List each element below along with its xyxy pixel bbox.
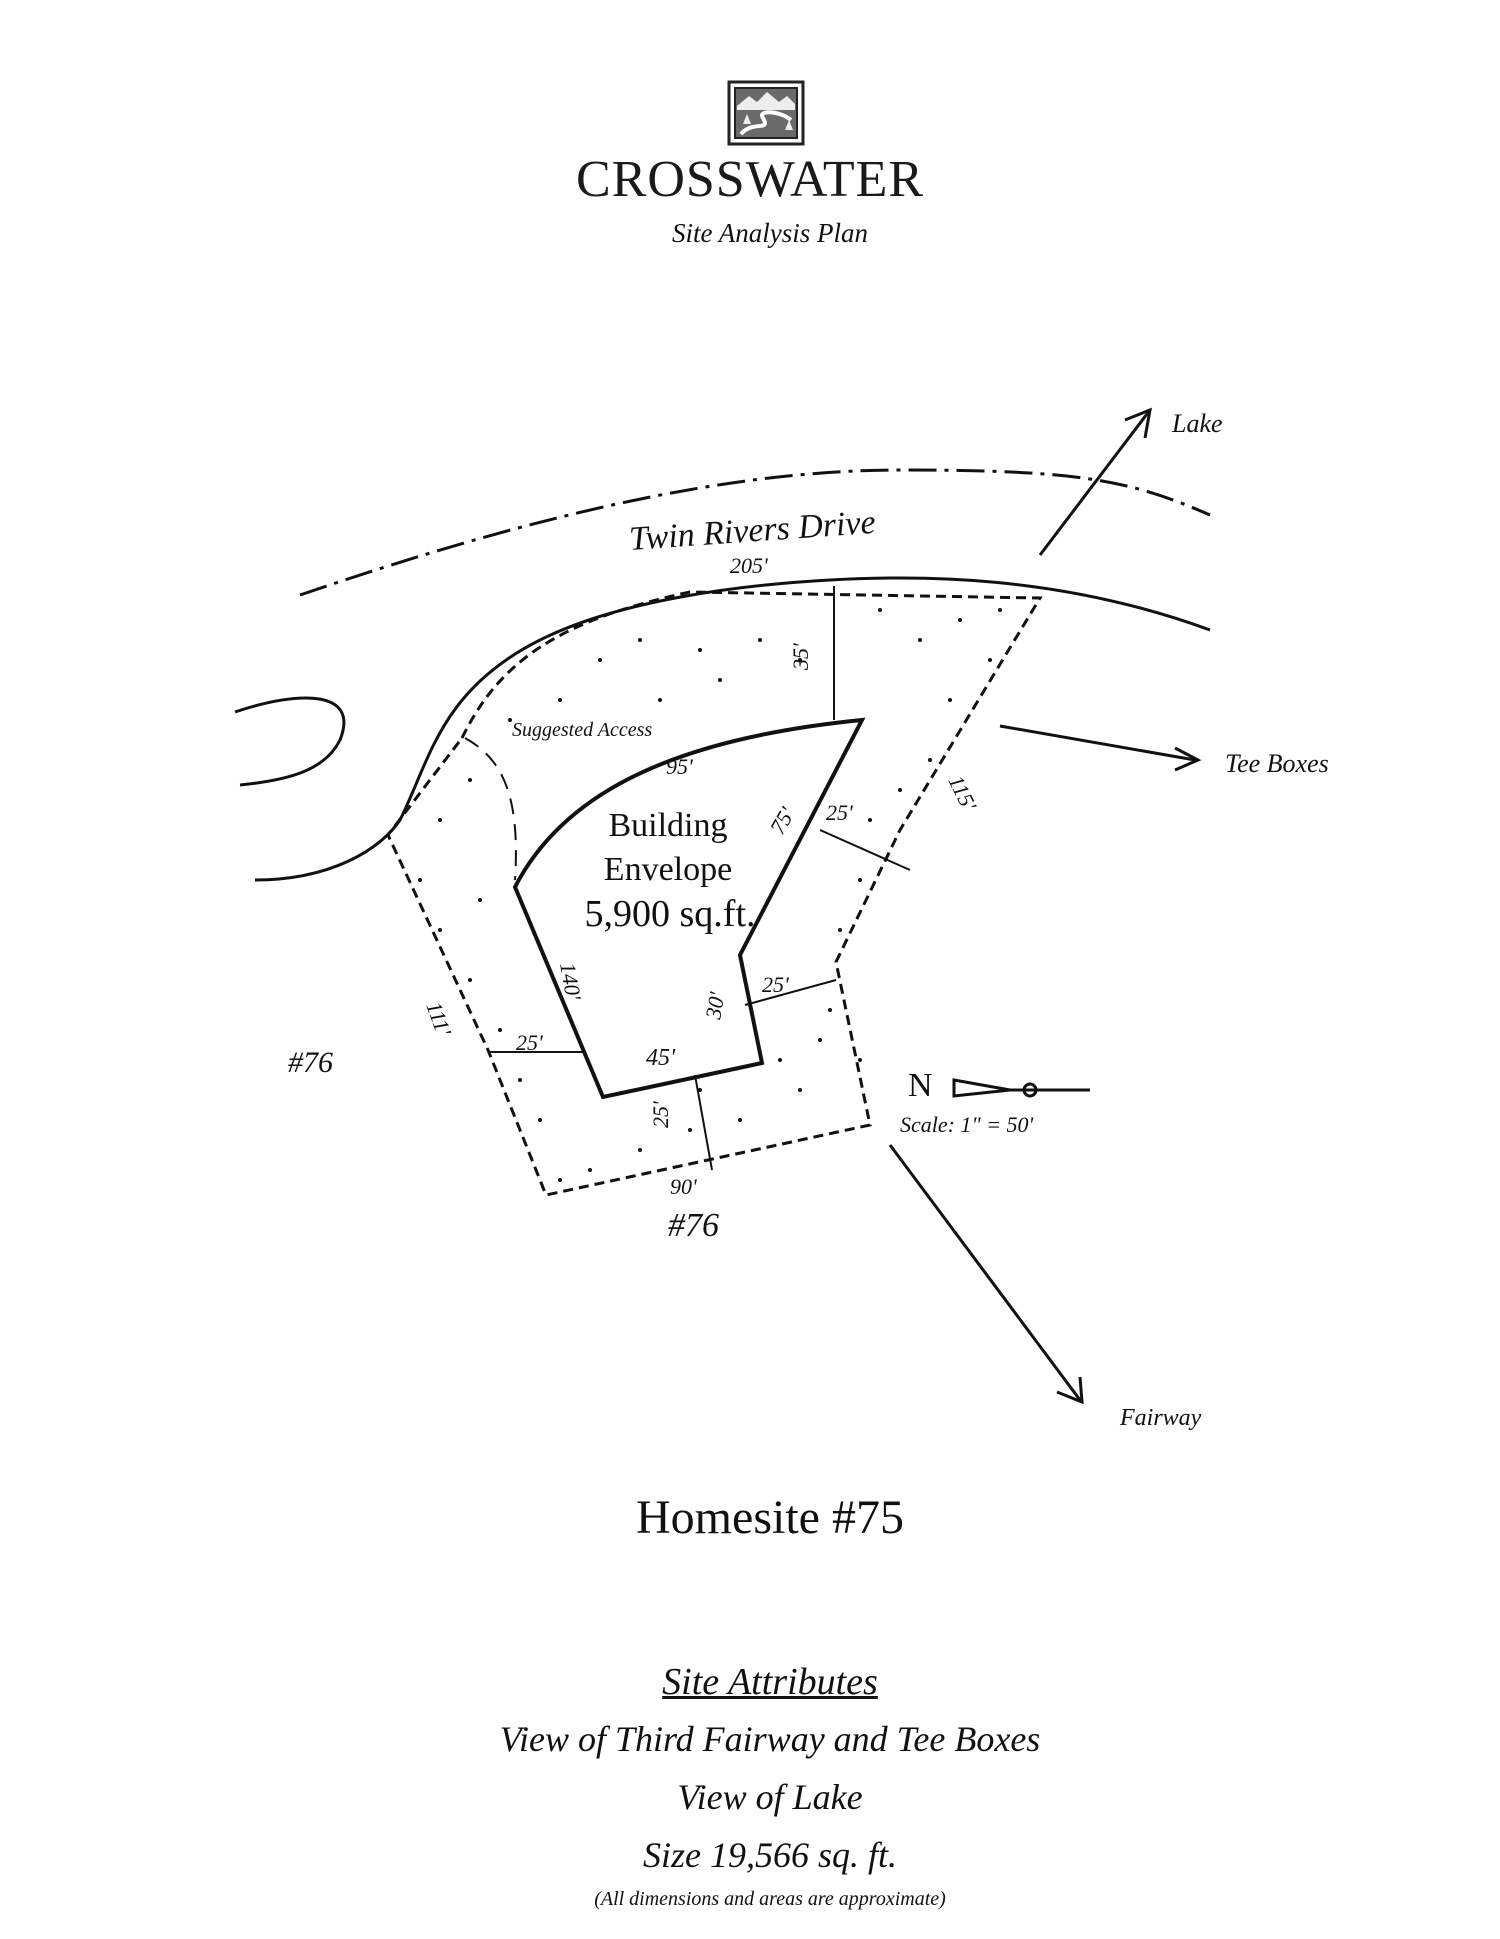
- lot-boundary: [386, 590, 1043, 1197]
- crosswater-logo-icon: [727, 80, 805, 146]
- dim-bottom-setback: 25': [648, 1101, 673, 1128]
- envelope-label-line1: Building: [608, 807, 727, 844]
- road-edge: [539, 576, 1211, 642]
- dim-inner-step: 30': [700, 990, 729, 1022]
- plan-subtitle: Site Analysis Plan: [672, 218, 868, 248]
- fairway-arrow-icon: [888, 1144, 1084, 1405]
- attribute-item: View of Lake: [677, 1777, 863, 1817]
- neighbor-label-bottom: #76: [668, 1207, 719, 1244]
- homesite-title: Homesite #75: [636, 1491, 904, 1544]
- building-envelope-outline: [512, 717, 866, 1100]
- dim-inner-setback: 25': [762, 972, 789, 997]
- tee-boxes-arrow-icon: [999, 724, 1202, 772]
- lake-label: Lake: [1171, 409, 1223, 438]
- dimensions-note: (All dimensions and areas are approximat…: [594, 1888, 946, 1910]
- dim-right-env: 75': [765, 803, 800, 839]
- dim-front-setback: 35': [788, 643, 813, 671]
- scale-label: Scale: 1" = 50': [900, 1112, 1034, 1137]
- dim-envelope-arc: 95': [666, 754, 693, 779]
- attribute-item: View of Third Fairway and Tee Boxes: [499, 1719, 1041, 1759]
- tee-boxes-label: Tee Boxes: [1225, 749, 1329, 778]
- north-arrow-icon: [952, 1078, 1090, 1098]
- site-attributes-title: Site Attributes: [662, 1661, 878, 1703]
- envelope-area-label: 5,900 sq.ft.: [585, 893, 756, 935]
- dim-right-setback: 25': [826, 800, 853, 825]
- adjacent-road-edge: [254, 638, 541, 882]
- north-label: N: [908, 1067, 933, 1104]
- road-centerline: [299, 468, 1211, 597]
- road-name-label: Twin Rivers Drive: [628, 504, 877, 558]
- suggested-access-label: Suggested Access: [512, 719, 652, 741]
- dim-right-lot: 115': [944, 771, 982, 815]
- fairway-label: Fairway: [1119, 1405, 1202, 1431]
- envelope-label-line2: Envelope: [604, 851, 732, 888]
- dim-left-setback: 25': [516, 1030, 543, 1055]
- neighbor-label-left: #76: [288, 1046, 333, 1079]
- dim-bottom-env: 45': [646, 1045, 676, 1071]
- dim-frontage: 205': [730, 553, 768, 578]
- attribute-item: Size 19,566 sq. ft.: [642, 1835, 897, 1875]
- adjacent-curve: [234, 696, 346, 787]
- brand-title: CROSSWATER: [575, 151, 925, 208]
- dim-rear: 90': [670, 1174, 697, 1199]
- dim-left-lot: 111': [421, 998, 456, 1039]
- suggested-access-path: [464, 737, 517, 881]
- lake-arrow-icon: [1038, 407, 1152, 556]
- setback-stipple: [418, 608, 1002, 1182]
